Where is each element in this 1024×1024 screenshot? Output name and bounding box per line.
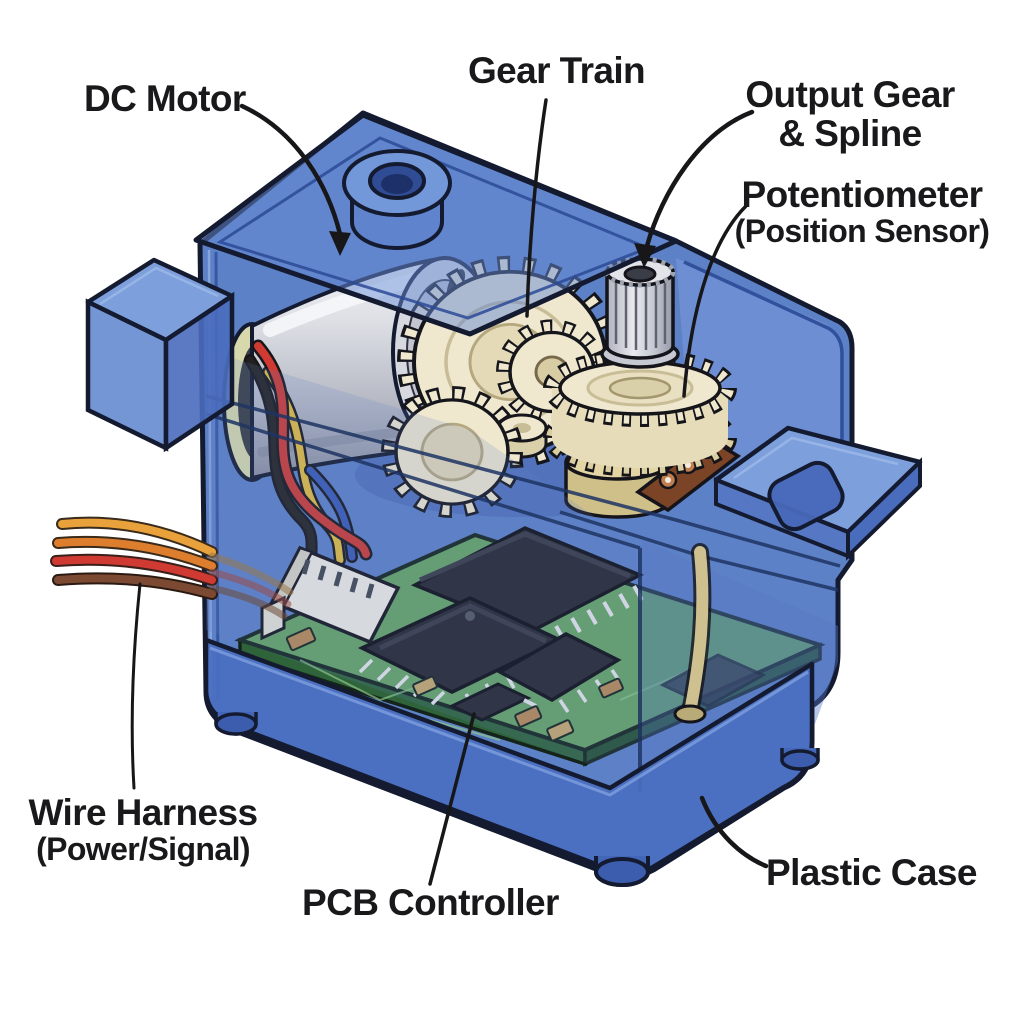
wire-harness-group (244, 339, 401, 645)
case-lid-seam (216, 136, 653, 320)
case-front-glass (206, 350, 640, 782)
motor-wires (244, 339, 373, 568)
spline-shaft (600, 256, 680, 369)
potentiometer-label-line1: Potentiometer (741, 174, 984, 215)
potentiometer-leader-line (682, 204, 748, 398)
right-tab-slot (767, 460, 845, 532)
potentiometer-label: Potentiometer (Position Sensor) (724, 174, 1000, 249)
plastic-case-leader-line (699, 795, 769, 869)
lid-bushing (342, 149, 452, 250)
base-band-highlight (209, 646, 809, 797)
left-mounting-tab (85, 257, 235, 453)
dc-motor-arrowhead (329, 231, 351, 256)
external-wire-harness (50, 516, 294, 620)
output-gear-arrowhead (634, 243, 656, 268)
wire-harness-label: Wire Harness (Power/Signal) (22, 792, 264, 867)
gear-train-label: Gear Train (468, 50, 646, 91)
wire-harness-leader-line (130, 582, 142, 790)
gear-lower (381, 385, 523, 519)
output-gear-spline-group (543, 256, 737, 477)
potentiometer-label-line2: (Position Sensor) (734, 212, 990, 249)
output-gear-leader-line (644, 109, 755, 249)
spline-ridges (614, 276, 667, 350)
pcb-connector (260, 545, 401, 645)
wire-harness-label-line2: (Power/Signal) (36, 830, 250, 867)
dc-motor-label: DC Motor (84, 78, 246, 119)
wire-harness-label-line1: Wire Harness (28, 792, 259, 833)
connector-pins (301, 559, 375, 599)
gear-train-leader-line (525, 98, 548, 318)
right-mounting-tab (713, 425, 923, 561)
spline-bore (623, 265, 657, 283)
output-gear-label-line1: Output Gear (745, 74, 955, 115)
leader-lines (130, 98, 769, 886)
case-base (203, 637, 820, 887)
dc-motor-leader-line (239, 103, 343, 237)
pcb-controller-label: PCB Controller (302, 882, 559, 923)
case-inner-rim-line (683, 260, 844, 506)
output-gear-label: Output Gear & Spline (740, 74, 960, 154)
output-gear-top (543, 349, 737, 427)
case-feet (214, 712, 820, 887)
pcb-controller-leader-line (428, 712, 476, 886)
pot-shaft-through-glass (673, 543, 712, 724)
plastic-case-label: Plastic Case (766, 852, 977, 893)
output-gear-label-line2: & Spline (778, 112, 922, 154)
